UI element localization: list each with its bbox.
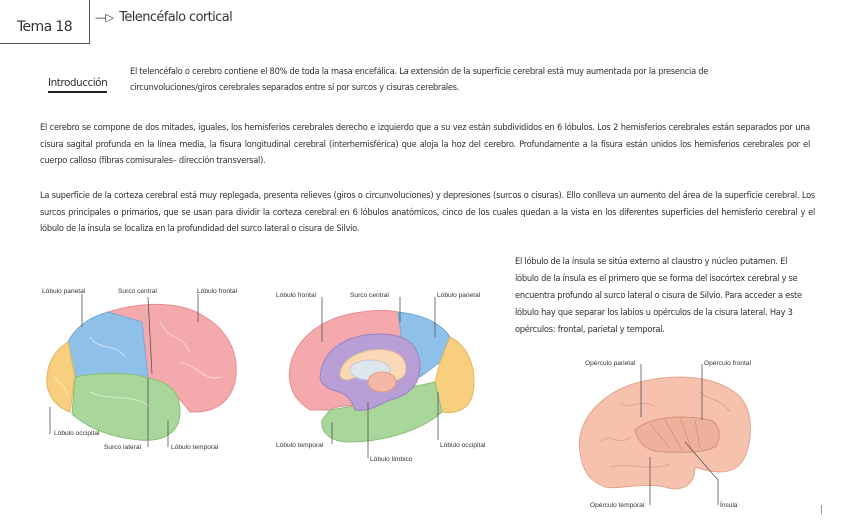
insula-brain-illustration: [578, 364, 751, 505]
lateral-brain-illustration: [46, 294, 237, 447]
topic-number-box: Tema 18: [0, 0, 90, 44]
intro-line-1: El telencéfalo o cerebro contiene el 80%…: [130, 66, 709, 77]
arrow-icon: —▷: [95, 11, 114, 24]
label-surco-central: Surco central: [350, 292, 389, 299]
label-operculo-frontal: Opérculo frontal: [704, 360, 751, 367]
label-lobulo-temporal: Lóbulo temporal: [171, 444, 219, 451]
intro-line-2: circunvoluciones/giros cerebrales separa…: [130, 82, 460, 93]
intro-paragraph: El telencéfalo o cerebro contiene el 80%…: [130, 64, 820, 96]
paragraph-cortex-surface: La superficie de la corteza cerebral est…: [40, 190, 815, 234]
paragraph-insula: El lóbulo de la ínsula se sitúa externo …: [515, 256, 802, 335]
label-lobulo-occipital: Lóbulo occipital: [440, 442, 486, 449]
label-lobulo-occipital: Lóbulo occipital: [54, 430, 100, 437]
figure-medial-brain: Lóbulo frontal Surco central Lóbulo pari…: [270, 282, 500, 472]
label-surco-lateral: Surco lateral: [104, 444, 142, 451]
figure-insula-brain: Opérculo parietal Opérculo frontal Opérc…: [570, 352, 800, 522]
label-surco-central: Surco central: [118, 288, 157, 295]
label-lobulo-parietal: Lóbulo parietal: [42, 288, 86, 295]
medial-brain-illustration: [288, 297, 475, 458]
topic-title: —▷ Telencéfalo cortical: [95, 10, 233, 25]
topic-title-text: Telencéfalo cortical: [119, 10, 233, 25]
label-operculo-temporal: Opérculo temporal: [590, 502, 645, 509]
figure-lateral-brain: Lóbulo parietal Surco central Lóbulo fro…: [30, 282, 270, 462]
topic-number: Tema 18: [16, 18, 73, 35]
page-edge-mark: [821, 505, 822, 514]
label-lobulo-frontal: Lóbulo frontal: [276, 292, 316, 299]
label-lobulo-temporal: Lóbulo temporal: [276, 442, 324, 449]
label-lobulo-frontal: Lóbulo frontal: [197, 288, 237, 295]
intro-heading: Introducción: [48, 77, 108, 93]
label-lobulo-parietal: Lóbulo parietal: [437, 292, 481, 299]
paragraph-hemispheres: El cerebro se compone de dos mitades, ig…: [40, 122, 810, 166]
label-insula: Ínsula: [720, 502, 738, 509]
label-operculo-parietal: Opérculo parietal: [585, 360, 636, 367]
label-lobulo-limbico: Lóbulo límbico: [370, 456, 413, 463]
